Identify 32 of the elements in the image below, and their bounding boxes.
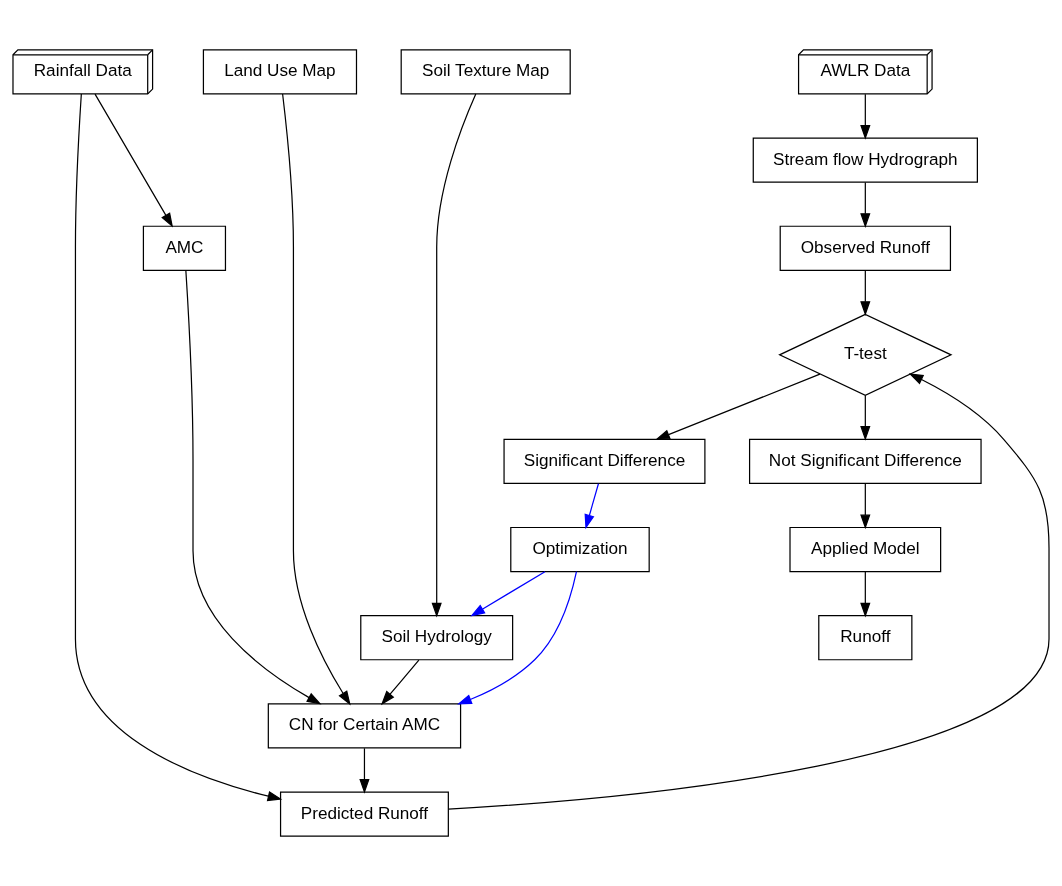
arrow (380, 659, 420, 706)
node-diamond: T-test (778, 313, 953, 396)
arrow (470, 571, 546, 617)
node-box: Observed Runoff (779, 225, 952, 271)
arrow (860, 483, 871, 530)
node-box: Soil Texture Map (400, 49, 571, 95)
node-box: AMC (142, 225, 227, 271)
arrow (860, 571, 871, 618)
node-box: Stream flow Hydrograph (752, 137, 978, 183)
node-box: Applied Model (789, 526, 942, 573)
arrow (185, 269, 322, 705)
node-box: Optimization (510, 526, 650, 573)
arrow (860, 269, 871, 316)
arrow (860, 93, 871, 140)
arrow (447, 373, 1050, 810)
node-box: Land Use Map (202, 49, 358, 95)
arrow (655, 373, 821, 440)
arrow (359, 747, 370, 794)
node-box: Runoff (818, 615, 913, 661)
arrow (860, 394, 871, 441)
node-box: Soil Hydrology (360, 615, 514, 661)
arrow (431, 93, 477, 618)
arrow (282, 93, 351, 706)
arrow (860, 181, 871, 228)
arrow (94, 93, 174, 228)
arrow (74, 93, 283, 802)
node-box: Significant Difference (503, 438, 706, 485)
node-box: CN for Certain AMC (267, 703, 462, 749)
arrow (584, 483, 600, 530)
node-box: Predicted Runoff (279, 791, 449, 837)
node-box: Not Significant Difference (749, 438, 982, 485)
arrow (457, 571, 578, 705)
